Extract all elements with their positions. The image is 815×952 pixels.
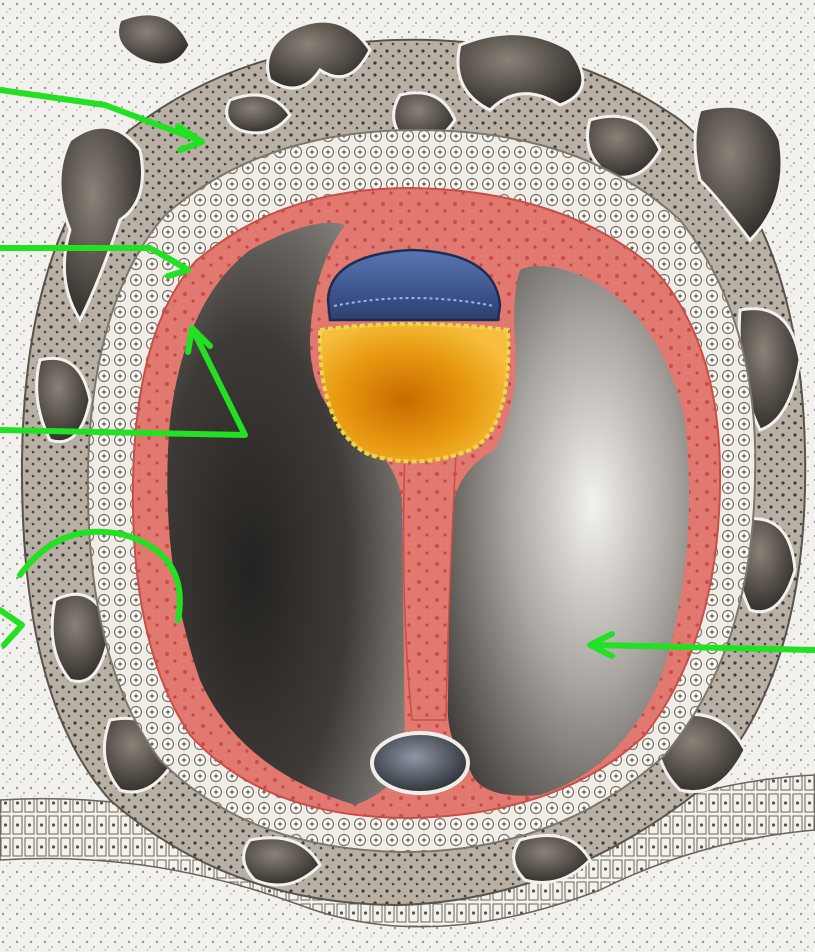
yolk-sac — [320, 324, 508, 461]
allantois — [372, 733, 468, 793]
